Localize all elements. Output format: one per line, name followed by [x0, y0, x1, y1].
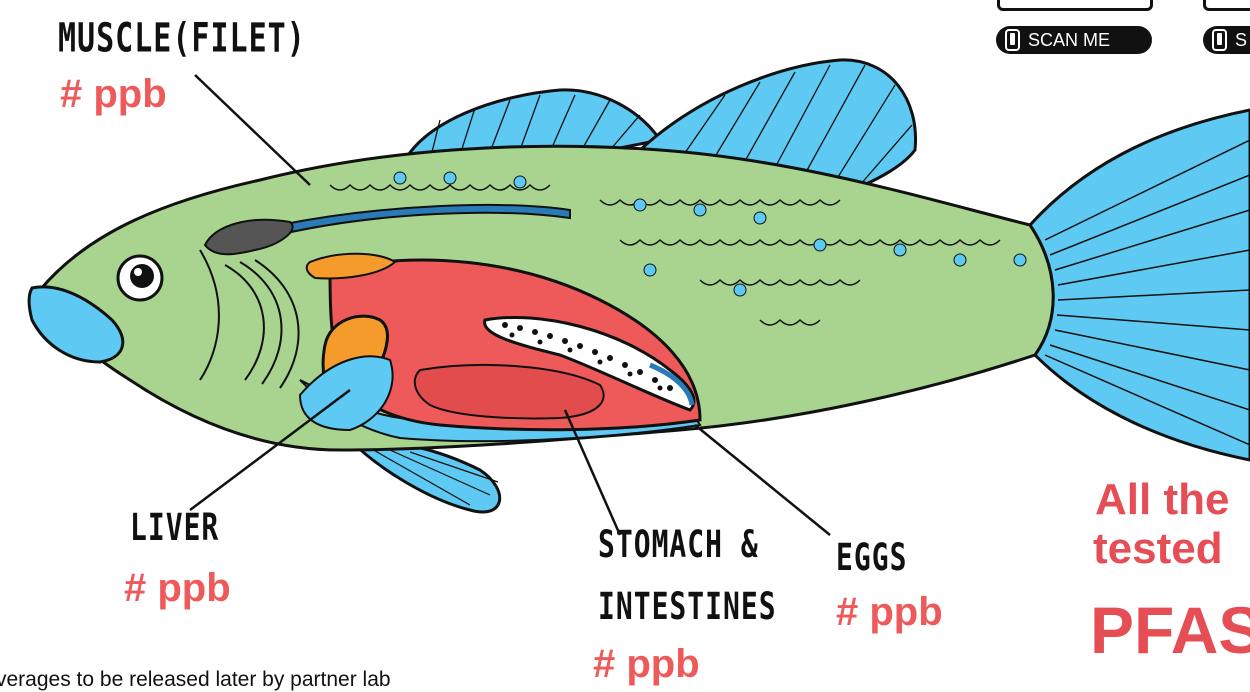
stomach-label-line1: STOMACH & — [598, 522, 759, 567]
liver-ppb: # ppb — [124, 566, 231, 611]
scan-me-label-1: SCAN ME — [1028, 30, 1110, 51]
headline-line3: PFAS — [1090, 592, 1250, 668]
qr-code-2[interactable] — [1203, 0, 1250, 11]
leader-muscle — [195, 75, 310, 185]
liver-label: LIVER — [130, 505, 219, 550]
headline-line2: tested — [1093, 524, 1223, 574]
stomach-label-line2: INTESTINES — [598, 584, 777, 629]
footnote: verages to be released later by partner … — [0, 668, 391, 692]
tail-fin — [1030, 110, 1250, 460]
scan-me-label-2: S — [1235, 30, 1247, 51]
scan-me-button-1[interactable]: SCAN ME — [996, 26, 1152, 54]
scan-me-button-2[interactable]: S — [1203, 26, 1250, 54]
eggs-ppb: # ppb — [836, 590, 943, 635]
muscle-ppb: # ppb — [60, 72, 167, 117]
leader-eggs — [695, 425, 830, 535]
headline-line1: All the — [1095, 475, 1229, 525]
phone-icon — [1005, 29, 1020, 51]
phone-icon — [1212, 29, 1227, 51]
qr-code-1[interactable] — [997, 0, 1153, 11]
muscle-label: MUSCLE(FILET) — [58, 15, 306, 62]
stomach-ppb: # ppb — [593, 642, 700, 687]
eggs-label: EGGS — [836, 535, 907, 580]
